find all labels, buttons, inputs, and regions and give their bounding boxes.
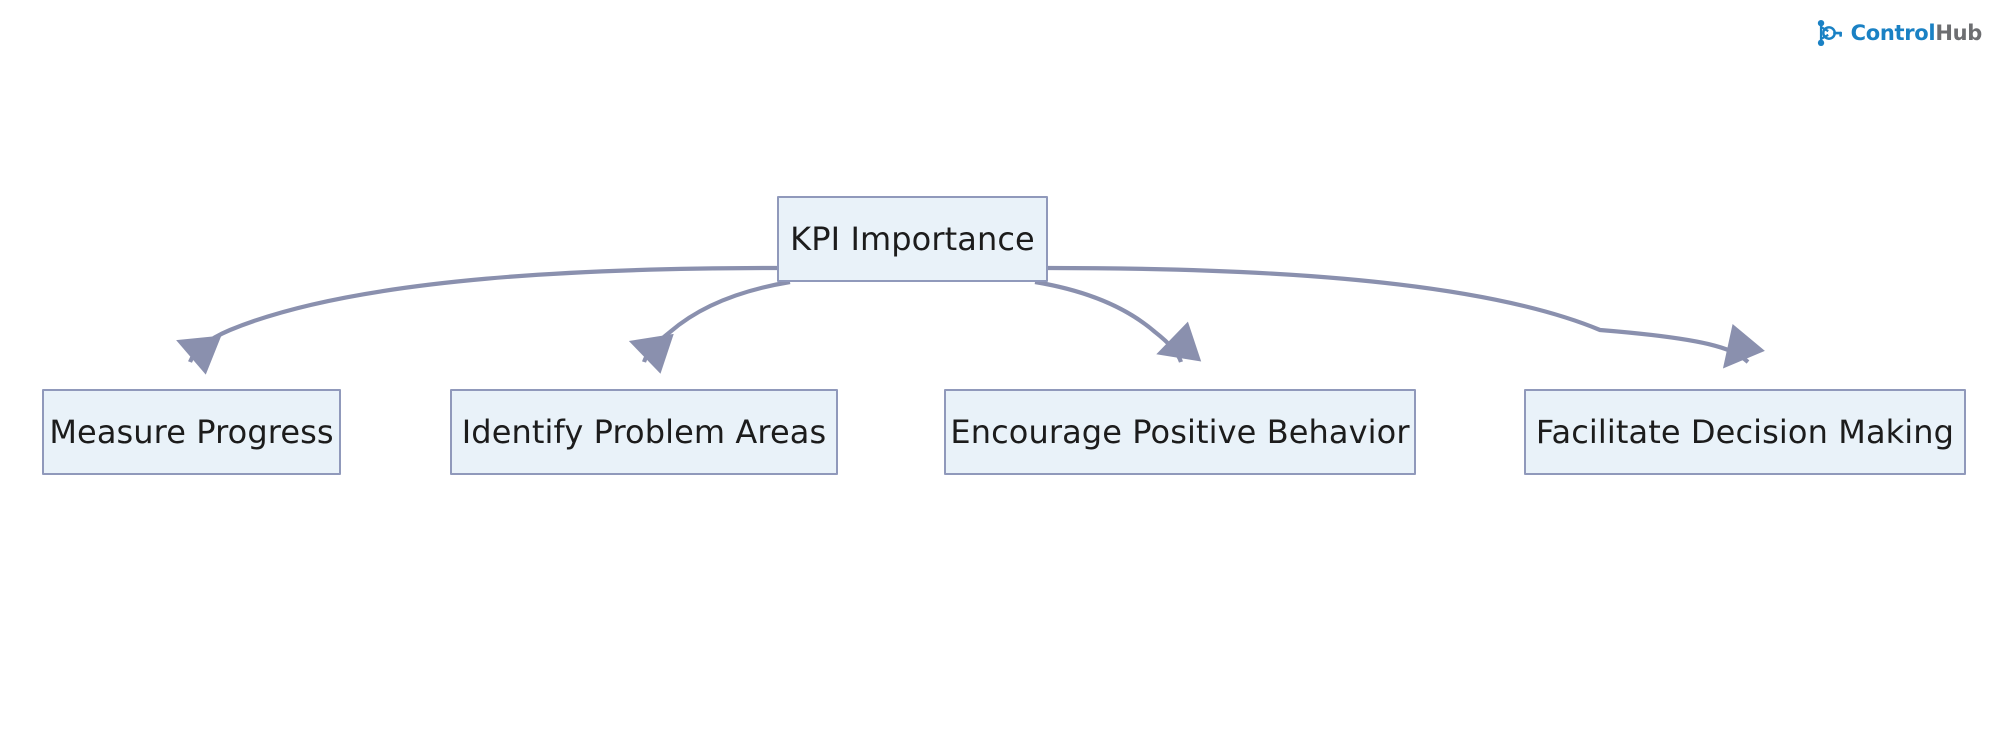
edge-kpi-to-measure-progress (176, 265, 778, 375)
node-label: KPI Importance (790, 220, 1035, 258)
brand-name-primary: Control (1850, 20, 1936, 45)
node-identify-problem-areas[interactable]: Identify Problem Areas (450, 389, 838, 475)
edge-kpi-to-encourage-positive-behavior (1034, 279, 1202, 363)
node-measure-progress[interactable]: Measure Progress (42, 389, 341, 475)
node-label: Measure Progress (49, 413, 334, 451)
controlhub-logo[interactable]: ControlHub (1814, 16, 1982, 50)
node-graph-icon (1817, 19, 1842, 47)
node-encourage-positive-behavior[interactable]: Encourage Positive Behavior (944, 389, 1416, 475)
edge-kpi-to-identify-problem-areas (628, 279, 791, 374)
node-label: Facilitate Decision Making (1535, 413, 1955, 451)
brand-name-secondary: Hub (1935, 20, 1982, 45)
node-label: Encourage Positive Behavior (950, 413, 1410, 451)
edge-kpi-to-facilitate-decision-making (1047, 265, 1765, 369)
node-kpi-importance[interactable]: KPI Importance (777, 196, 1048, 282)
node-label: Identify Problem Areas (461, 413, 827, 451)
brand-wordmark: ControlHub (1850, 20, 1983, 45)
node-facilitate-decision-making[interactable]: Facilitate Decision Making (1524, 389, 1966, 475)
